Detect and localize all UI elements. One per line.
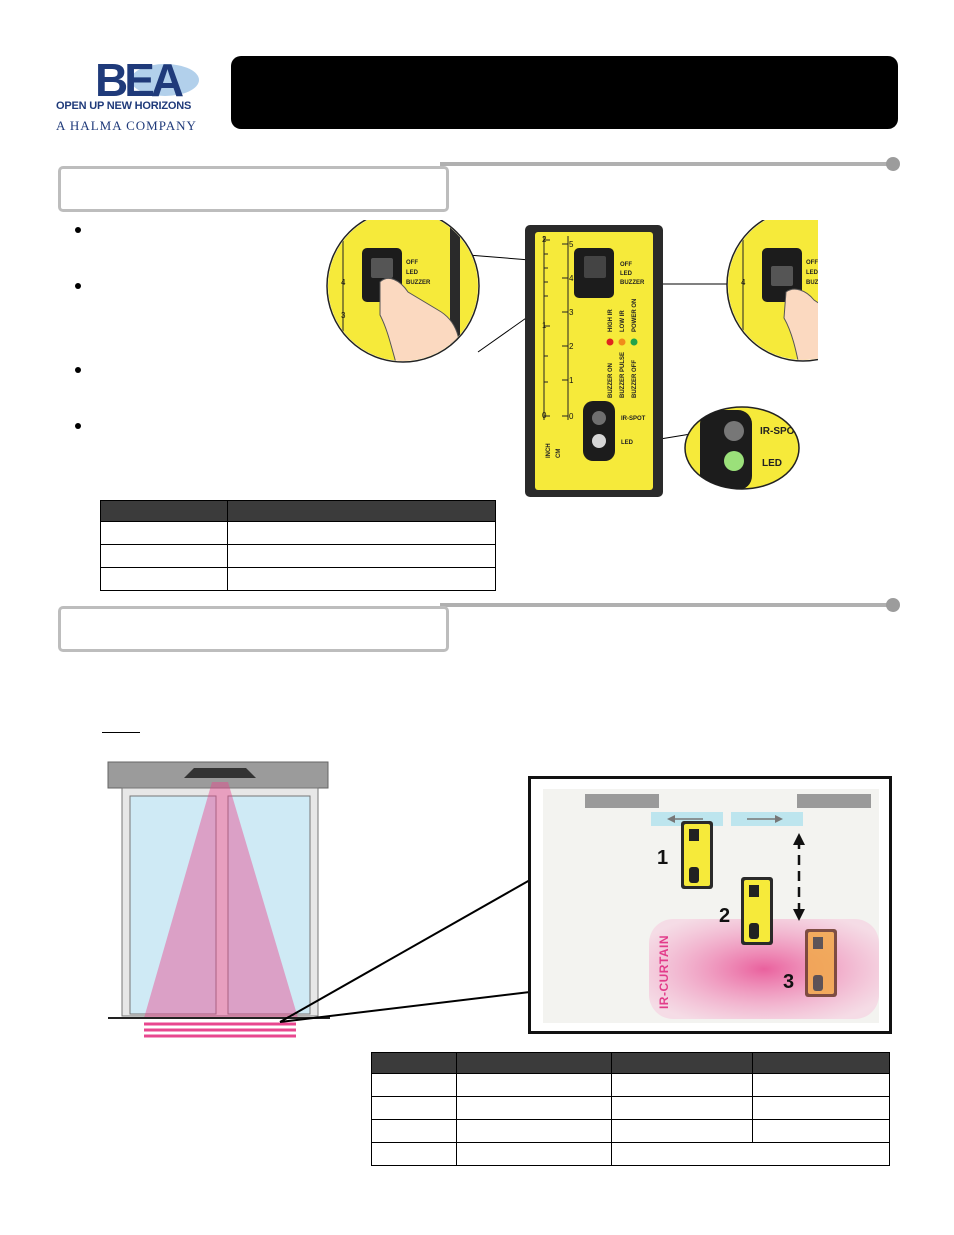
note-underline <box>102 732 140 733</box>
position-3-label: 3 <box>783 971 795 993</box>
zoom-left-tick-4: 4 <box>341 278 346 287</box>
door-illustration <box>107 761 330 1038</box>
inch-tick-0: 0 <box>542 411 547 420</box>
indicator-low-ir-label: LOW IR <box>620 310 626 332</box>
zoom-left-off: OFF <box>406 260 418 266</box>
device-face <box>535 232 653 490</box>
hand-right <box>783 288 818 360</box>
slide-switch-knob <box>584 256 606 278</box>
indicator-high-ir-label: HIGH IR <box>608 309 614 332</box>
ruler-ticks <box>544 239 568 417</box>
bullet-1 <box>75 227 81 233</box>
cm-tick-4: 4 <box>569 274 574 283</box>
logo-tagline: OPEN UP NEW HORIZONS <box>56 100 192 112</box>
zoom-led-bubble: IR-SPO LED <box>684 406 800 490</box>
low-ir-led <box>618 338 626 346</box>
zoom-left-buzzer: BUZZER <box>406 280 431 286</box>
zoom-right-tick-4: 4 <box>741 278 746 287</box>
table-row <box>371 1119 890 1143</box>
table-header <box>371 1052 890 1074</box>
detail-inset-drawing <box>543 789 879 1023</box>
detail-inset: 1 2 3 IR-CURTAIN <box>528 776 892 1034</box>
sensor-window <box>583 401 615 461</box>
cm-tick-0: 0 <box>569 412 574 421</box>
position-1-label: 1 <box>657 847 669 869</box>
zoom-right-led: LED <box>806 270 818 276</box>
ir-curtain-label: IR-CURTAIN <box>657 934 672 1010</box>
cm-tick-1: 1 <box>569 376 574 385</box>
tester-position-3 <box>805 929 837 997</box>
ir-spot-lens <box>592 411 606 425</box>
bullet-2 <box>75 283 81 289</box>
zoom-led-lens-green <box>724 451 744 471</box>
ir-tester-illustration: 2 1 0 5 4 3 2 1 0 INCH CM OFF LED BUZZER… <box>326 220 818 497</box>
buzzer-on-label: BUZZER ON <box>608 363 614 398</box>
detail-connector-lines <box>279 879 531 1023</box>
buzzer-pulse-label: BUZZER PULSE <box>620 352 626 398</box>
inch-tick-1: 1 <box>542 321 547 330</box>
logo-company: A HALMA COMPANY <box>56 118 197 133</box>
power-led <box>630 338 638 346</box>
table-row <box>371 1073 890 1097</box>
section2-dot <box>886 598 900 612</box>
door-left-edge <box>585 794 659 808</box>
zoom-left-tick-3: 3 <box>341 311 346 320</box>
section2-rule <box>440 603 892 607</box>
door-right-panel <box>227 795 311 1015</box>
led-label: LED <box>621 440 634 446</box>
zoom-right-buzzer: BUZZER <box>806 280 818 286</box>
hand-left <box>379 277 461 361</box>
zoom-right-off: OFF <box>806 260 818 266</box>
ruler-inch-label: INCH <box>546 443 552 458</box>
switch-led-label: LED <box>620 271 633 277</box>
section1-rule <box>440 162 892 166</box>
zoom-ir-spot-lens <box>724 421 744 441</box>
results-table <box>371 1052 890 1166</box>
table-header <box>100 500 496 522</box>
ir-spot-label: IR-SPOT <box>621 416 646 422</box>
led-lens <box>592 434 606 448</box>
buzzer-off-label: BUZZER OFF <box>632 360 638 398</box>
switch-table <box>100 500 496 591</box>
table-row <box>371 1142 890 1166</box>
door-left-panel <box>129 795 217 1015</box>
tester-position-2 <box>741 877 773 945</box>
cm-tick-2: 2 <box>569 342 574 351</box>
zoom-led-label: LED <box>762 458 782 469</box>
zoom-ir-label: IR-SPO <box>760 426 795 437</box>
high-ir-led <box>606 338 614 346</box>
door-right-edge <box>797 794 871 808</box>
cm-tick-3: 3 <box>569 308 574 317</box>
tester-position-1 <box>681 821 713 889</box>
ir-curtain-beam <box>144 782 298 1018</box>
table-row <box>100 544 496 568</box>
switch-buzzer-label: BUZZER <box>620 280 645 286</box>
cm-tick-5: 5 <box>569 240 574 249</box>
position-2-label: 2 <box>719 905 731 927</box>
table-row <box>371 1096 890 1120</box>
zoom-left-led: LED <box>406 270 419 276</box>
section1-heading-box <box>58 166 449 212</box>
svg-text:BEA: BEA <box>95 54 183 104</box>
title-bar <box>231 56 898 129</box>
switch-off-label: OFF <box>620 262 632 268</box>
bea-logo: BEA <box>95 54 205 106</box>
ruler-cm-label: CM <box>556 449 562 458</box>
bullet-3 <box>75 367 81 373</box>
section1-dot <box>886 157 900 171</box>
table-row <box>100 521 496 545</box>
table-row <box>100 567 496 591</box>
indicator-power-label: POWER ON <box>632 299 638 332</box>
bea-logo-mark: BEA <box>95 54 199 106</box>
section2-heading-box <box>58 606 449 652</box>
inch-tick-2: 2 <box>542 235 547 244</box>
bullet-4 <box>75 423 81 429</box>
sensor-unit <box>184 768 256 778</box>
